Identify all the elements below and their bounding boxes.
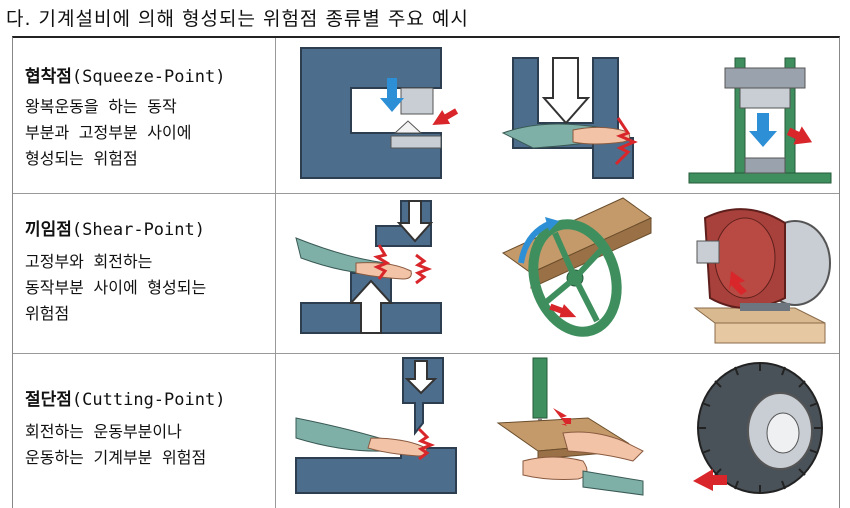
hazard-description: 고정부와 회전하는 동작부분 사이에 형성되는 위험점 — [25, 249, 206, 327]
description-line: 위험점 — [25, 304, 70, 323]
description-line: 동작부분 사이에 형성되는 — [25, 278, 207, 297]
hazard-name-en: (Cutting-Point) — [71, 390, 226, 410]
description-line: 왕복운동을 하는 동작 — [25, 97, 177, 116]
hazard-name-en: (Shear-Point) — [71, 220, 205, 240]
table-row-cutting: 절단점(Cutting-Point) 회전하는 운동부분이나 운동하는 기계부분… — [13, 353, 839, 508]
cutting-saw-illustration — [493, 353, 658, 503]
row-heading: 절단점(Cutting-Point) — [25, 385, 225, 410]
squeeze-hand-press-illustration — [493, 38, 658, 188]
shear-grinder-illustration — [685, 193, 835, 348]
row-label-cell: 협착점(Squeeze-Point) 왕복운동을 하는 동작 부분과 고정부분 … — [13, 38, 276, 193]
description-line: 고정부와 회전하는 — [25, 252, 153, 271]
squeeze-vertical-press-illustration — [685, 38, 835, 188]
description-line: 형성되는 위험점 — [25, 149, 138, 168]
description-line: 회전하는 운동부분이나 — [25, 422, 182, 441]
table-row-shear: 끼임점(Shear-Point) 고정부와 회전하는 동작부분 사이에 형성되는… — [13, 193, 839, 354]
shear-die-illustration — [291, 193, 461, 348]
description-line: 부분과 고정부분 사이에 — [25, 123, 192, 142]
hazard-name-ko: 협착점 — [25, 67, 72, 87]
hazard-name-en: (Squeeze-Point) — [71, 67, 226, 87]
shear-handwheel-illustration — [493, 193, 658, 348]
row-heading: 끼임점(Shear-Point) — [25, 215, 205, 240]
hazard-description: 회전하는 운동부분이나 운동하는 기계부분 위험점 — [25, 419, 206, 471]
page-title: 다. 기계설비에 의해 형성되는 위험점 종류별 주요 예시 — [6, 8, 469, 30]
cutting-roller-illustration — [685, 353, 835, 503]
squeeze-press-illustration — [291, 38, 461, 188]
hazard-name-ko: 끼임점 — [25, 220, 72, 240]
hazard-description: 왕복운동을 하는 동작 부분과 고정부분 사이에 형성되는 위험점 — [25, 94, 191, 172]
row-label-cell: 절단점(Cutting-Point) 회전하는 운동부분이나 운동하는 기계부분… — [13, 353, 276, 508]
table-row-squeeze: 협착점(Squeeze-Point) 왕복운동을 하는 동작 부분과 고정부분 … — [13, 38, 839, 194]
hazard-name-ko: 절단점 — [25, 390, 72, 410]
cutting-shear-blade-illustration — [291, 353, 461, 503]
row-label-cell: 끼임점(Shear-Point) 고정부와 회전하는 동작부분 사이에 형성되는… — [13, 193, 276, 353]
row-heading: 협착점(Squeeze-Point) — [25, 62, 225, 87]
hazard-table: 협착점(Squeeze-Point) 왕복운동을 하는 동작 부분과 고정부분 … — [12, 36, 840, 508]
description-line: 운동하는 기계부분 위험점 — [25, 448, 207, 467]
